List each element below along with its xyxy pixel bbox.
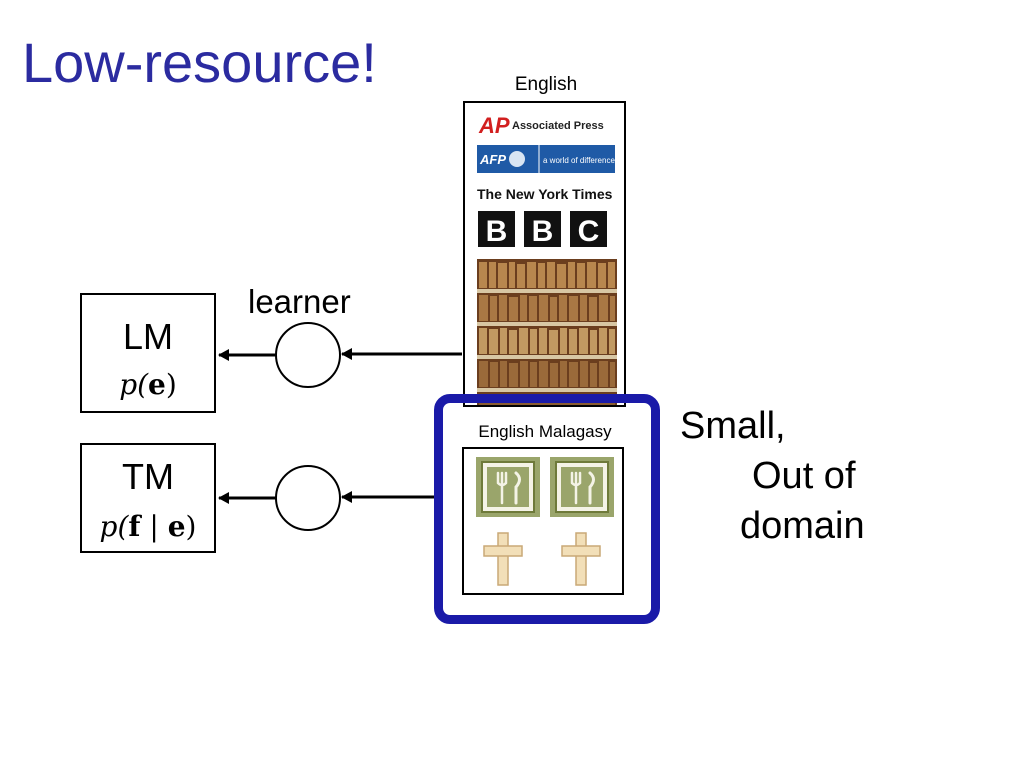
svg-text:C: C — [578, 215, 600, 248]
svg-text:B: B — [486, 215, 508, 248]
nyt-logo-name: The New York Times — [477, 186, 613, 202]
bilingual-corpus-label: English Malagasy — [478, 422, 612, 441]
restaurant-icon — [476, 457, 540, 517]
english-corpus-stack: AP Associated Press AFP a world of diffe… — [463, 101, 626, 407]
side-note-line-1: Small, — [680, 405, 786, 447]
tm-learner-circle — [275, 465, 341, 531]
afp-logo-text: a world of difference — [543, 156, 615, 165]
lm-formula-var: e — [148, 368, 166, 401]
lm-formula-close: ) — [165, 368, 177, 401]
svg-text:AP: AP — [478, 113, 510, 138]
side-note-line-2: Out of — [752, 455, 856, 497]
bookshelf-image — [477, 259, 617, 405]
svg-text:B: B — [532, 215, 554, 248]
tm-formula-func: p( — [99, 510, 129, 543]
lm-formula: p(e) — [82, 369, 214, 401]
english-sources-graphic: AP Associated Press AFP a world of diffe… — [477, 113, 617, 405]
ap-logo-text: Associated Press — [512, 120, 604, 132]
tm-formula-close: ) — [185, 510, 197, 543]
cross-icon — [561, 532, 601, 586]
slide-title: Low-resource! — [22, 31, 377, 94]
bbc-logo: B B C — [478, 211, 607, 248]
lm-formula-func: p( — [119, 368, 149, 401]
ap-logo: AP Associated Press — [478, 113, 604, 138]
tm-formula: p(f | e) — [82, 511, 214, 543]
bilingual-highlight-frame — [434, 394, 660, 624]
restaurant-icon — [550, 457, 614, 517]
lm-box: LM p(e) — [80, 293, 216, 413]
nyt-logo: The New York Times — [477, 186, 613, 202]
english-corpus-label: English — [514, 74, 578, 95]
tm-box: TM p(f | e) — [80, 443, 216, 553]
tm-formula-var2: e — [167, 510, 186, 543]
tm-label: TM — [122, 456, 174, 497]
bilingual-icons-graphic — [476, 457, 614, 586]
cross-icon — [483, 532, 523, 586]
learner-label: learner — [248, 283, 351, 320]
afp-logo-name: AFP — [479, 152, 506, 167]
tm-formula-bar: | — [140, 510, 168, 543]
bilingual-corpus-box — [462, 447, 624, 595]
tm-formula-var1: f — [128, 510, 141, 543]
side-note-line-3: domain — [740, 505, 865, 547]
afp-logo: AFP a world of difference — [477, 145, 615, 173]
lm-learner-circle — [275, 322, 341, 388]
lm-label: LM — [122, 316, 173, 357]
